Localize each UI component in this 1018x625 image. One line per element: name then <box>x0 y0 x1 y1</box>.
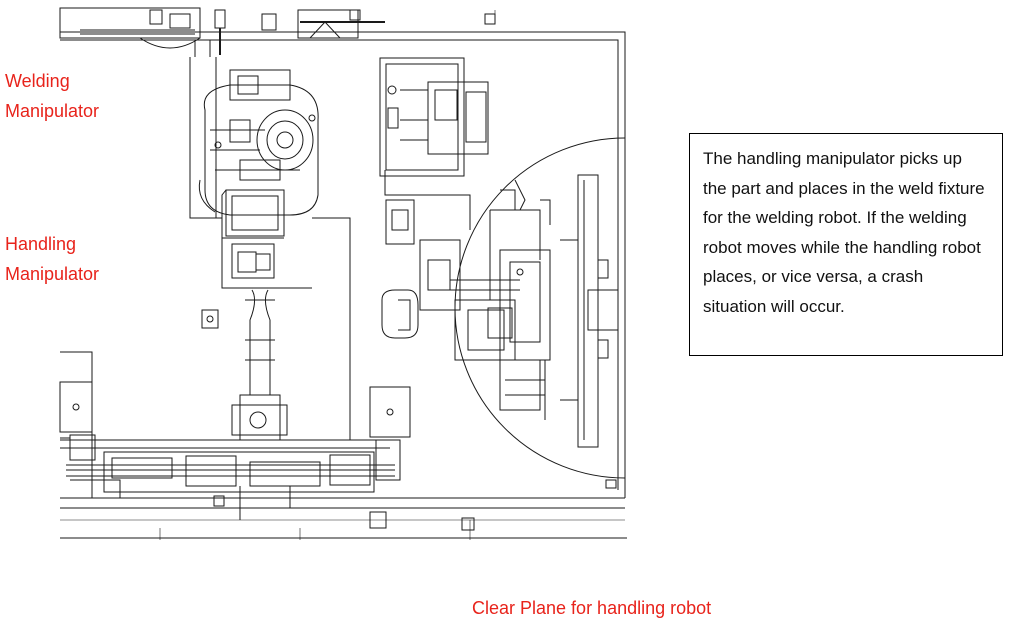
handling-label-line1: Handling <box>5 234 77 254</box>
handling-label-line2: Manipulator <box>5 264 100 284</box>
welding-label-line1: Welding <box>5 71 70 91</box>
handling-manipulator-robot <box>202 218 350 440</box>
clear-plane-label: Clear Plane for handling robot <box>472 598 712 618</box>
welding-label-line2: Manipulator <box>5 101 100 121</box>
welding-manipulator-label: Welding Manipulator <box>5 66 145 126</box>
bottom-linear-track <box>60 382 474 530</box>
cell-boundary <box>60 32 627 540</box>
welding-manipulator-robot <box>190 57 318 238</box>
description-text: The handling manipulator picks up the pa… <box>703 149 985 316</box>
description-callout: The handling manipulator picks up the pa… <box>689 133 1003 356</box>
weld-fixture-turntable <box>380 58 625 488</box>
handling-manipulator-label: Handling Manipulator <box>5 229 145 289</box>
top-conveyor <box>60 8 495 57</box>
